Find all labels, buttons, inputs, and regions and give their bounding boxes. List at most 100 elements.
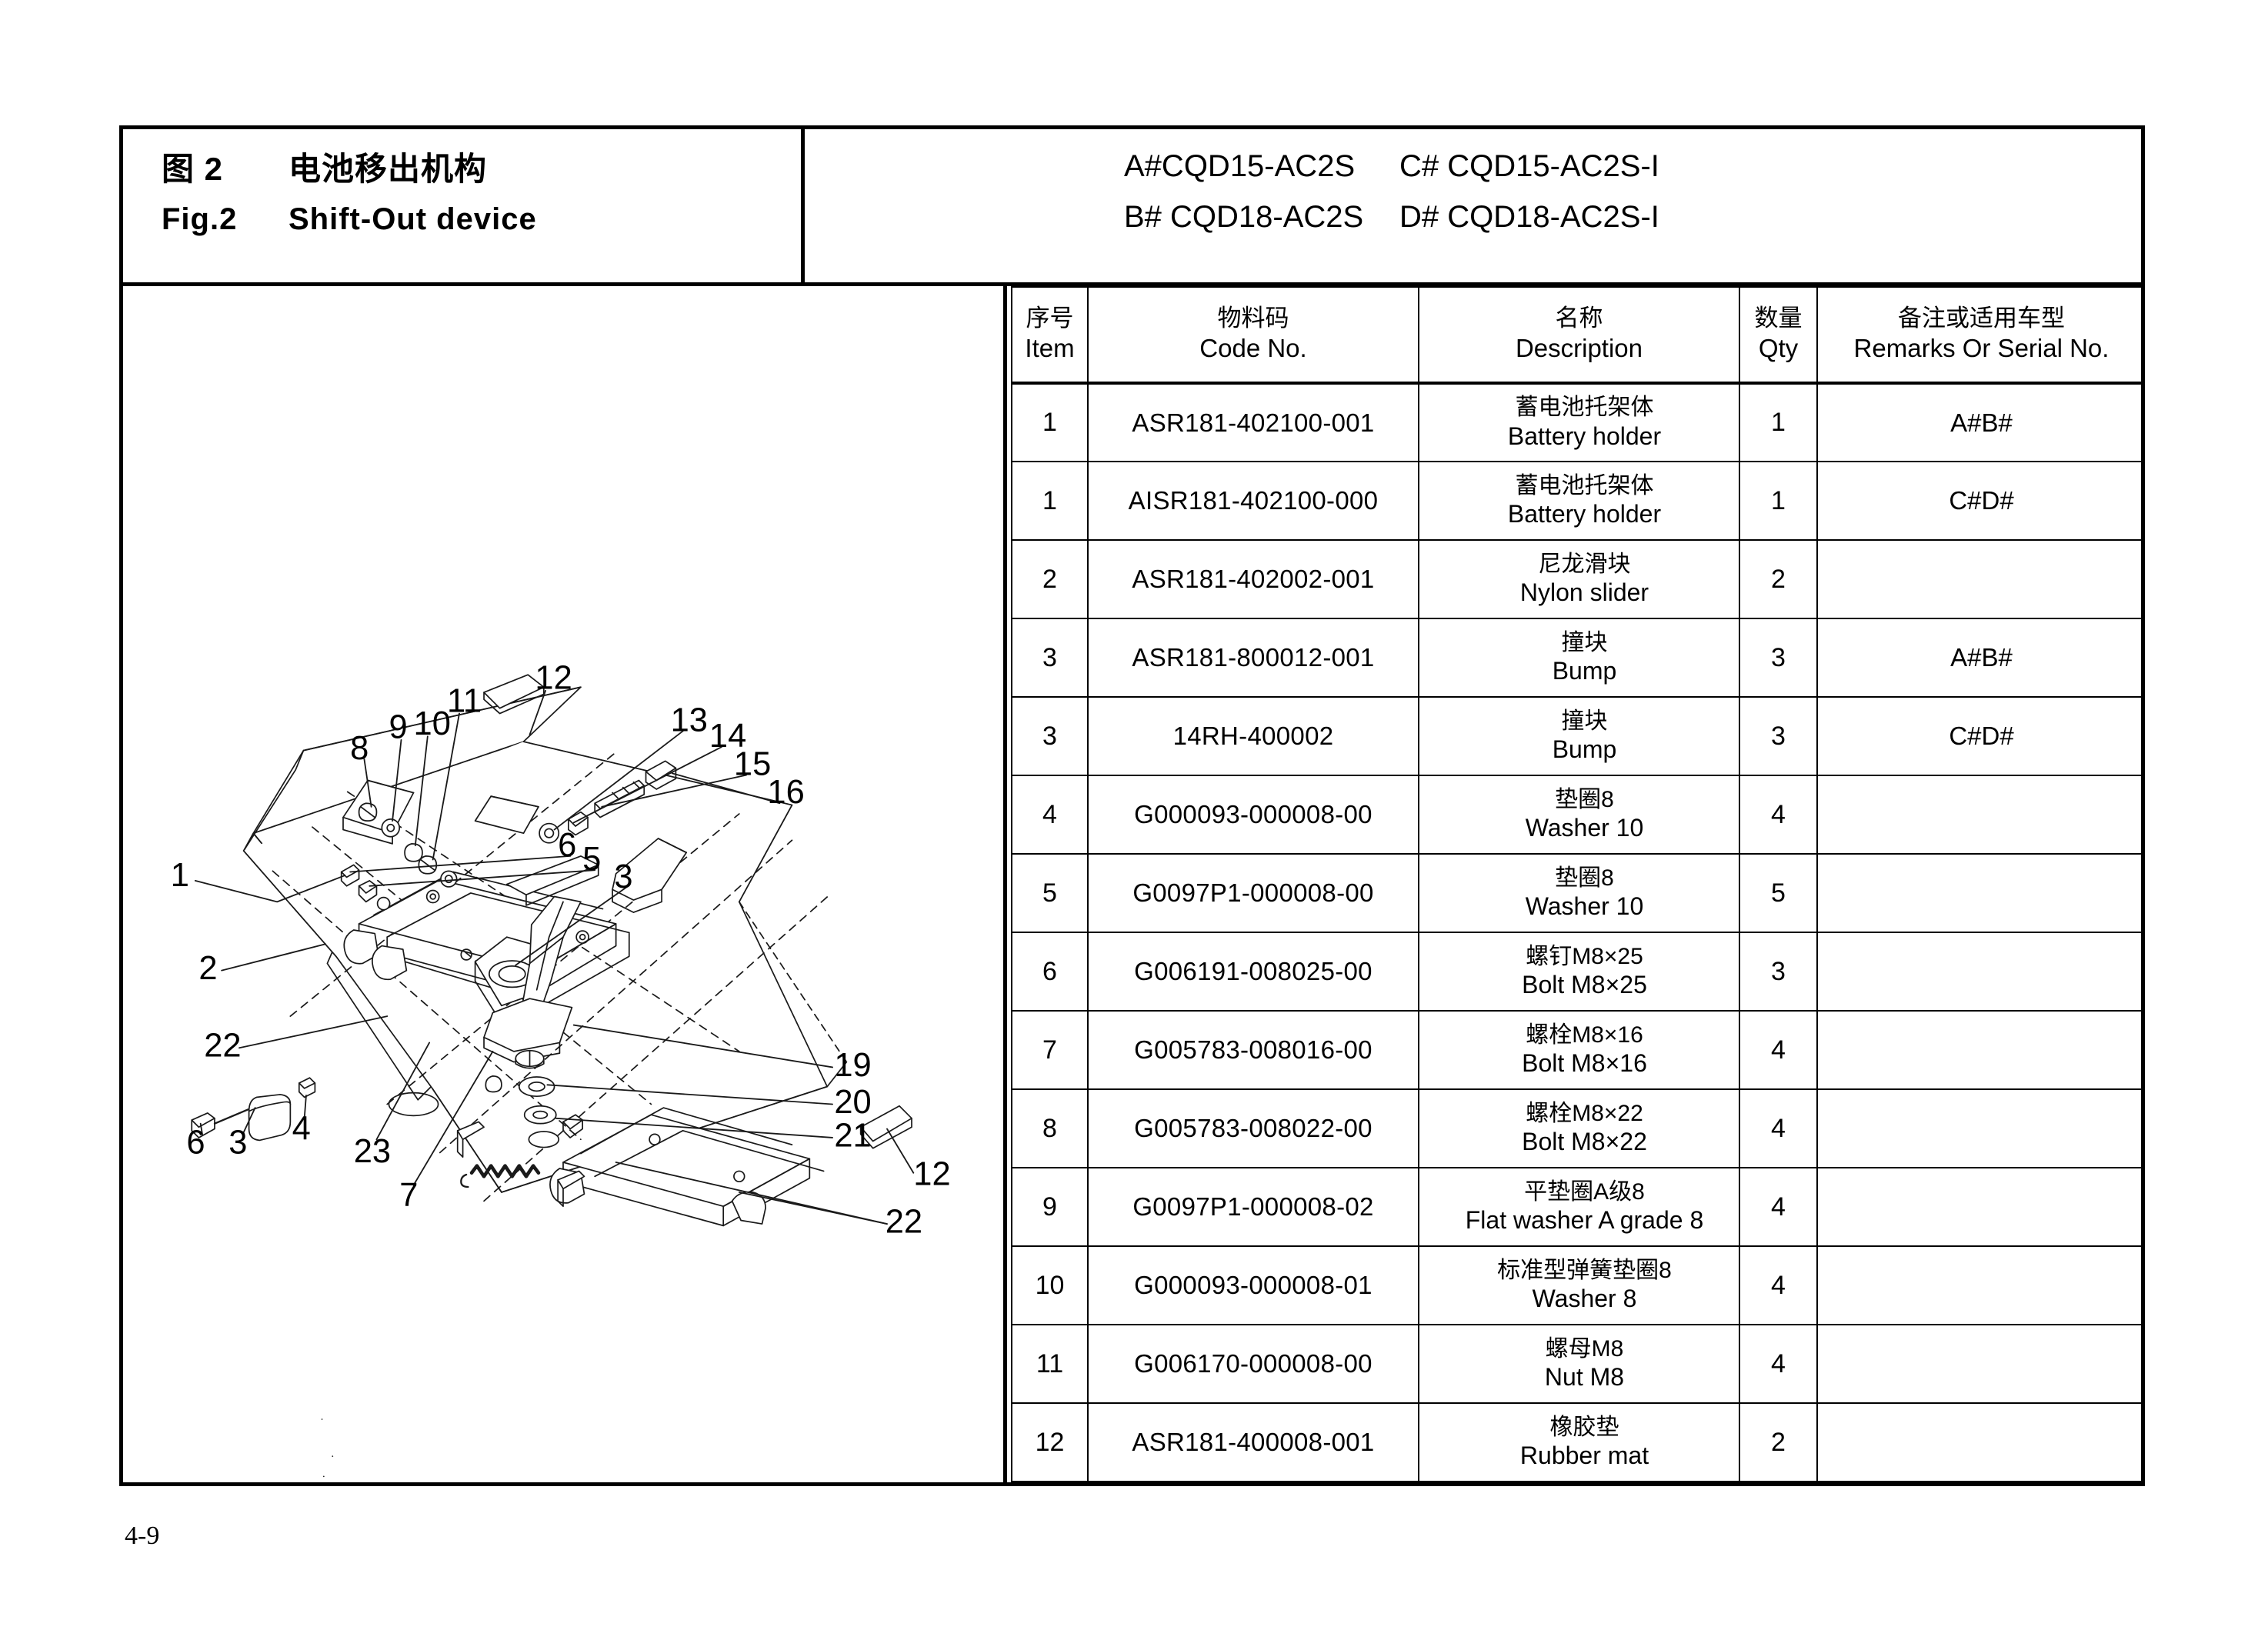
washer-part-4 [298, 1077, 316, 1098]
cell-item: 3 [1011, 696, 1089, 776]
description-en: Flat washer A grade 8 [1465, 1206, 1704, 1235]
tray-corner-tabs [456, 1121, 585, 1208]
pivot-fastener-group [388, 1049, 584, 1148]
figure-header: 图 2 电池移出机构 Fig.2 Shift-Out device A#CQD1… [123, 129, 2141, 286]
description-cn: 螺栓M8×16 [1526, 1022, 1643, 1048]
cell-remarks: C#D# [1816, 696, 2141, 776]
model-row: A#CQD15-AC2S C# CQD15-AC2S-I [1124, 151, 2141, 182]
description-en: Washer 8 [1532, 1285, 1637, 1313]
cell-item: 4 [1011, 775, 1089, 855]
description-en: Nylon slider [1519, 578, 1649, 607]
cell-qty: 4 [1739, 775, 1818, 855]
figure-label-en: Fig.2 [162, 202, 238, 237]
parts-list-table-container: 序号 Item 物料码 Code No. 名称 Description 数量 [1011, 286, 2141, 1482]
callout-12-second: 12 [913, 1156, 950, 1193]
cell-code-no: G000093-000008-00 [1087, 775, 1419, 855]
callout-3: 3 [228, 1125, 247, 1162]
figure-title-cn: 电池移出机构 [289, 151, 488, 187]
cell-qty: 4 [1739, 1167, 1818, 1247]
callout-16: 16 [767, 774, 804, 811]
cell-remarks [1816, 1245, 2141, 1325]
description-cn: 撞块 [1561, 629, 1608, 655]
column-header-remarks: 备注或适用车型 Remarks Or Serial No. [1816, 286, 2141, 385]
cell-remarks [1816, 1167, 2141, 1247]
callout-10: 10 [414, 705, 451, 742]
column-header-description-cn: 名称 [1555, 305, 1603, 332]
battery-holder-wall [242, 686, 582, 852]
callout-13: 13 [671, 702, 708, 738]
description-en: Bolt M8×25 [1522, 971, 1647, 999]
cell-code-no: G005783-008022-00 [1087, 1088, 1419, 1168]
callout-22-second: 22 [886, 1204, 922, 1241]
description-cn: 橡胶垫 [1549, 1414, 1619, 1440]
column-header-description-en: Description [1515, 333, 1643, 362]
description-cn: 撞块 [1561, 708, 1608, 734]
description-cn: 标准型弹簧垫圈8 [1497, 1257, 1672, 1283]
battery-pedal-assembly [342, 779, 688, 1063]
cell-remarks [1816, 1088, 2141, 1168]
column-header-qty-en: Qty [1758, 333, 1799, 362]
model-row: B# CQD18-AC2S D# CQD18-AC2S-I [1124, 202, 2141, 232]
cell-item: 12 [1011, 1402, 1089, 1482]
description-cn: 蓄电池托架体 [1515, 395, 1654, 421]
callout-9: 9 [389, 709, 407, 746]
description-cn: 蓄电池托架体 [1515, 472, 1654, 498]
cell-remarks [1816, 1324, 2141, 1404]
column-header-remarks-cn: 备注或适用车型 [1898, 305, 2065, 332]
cell-remarks [1816, 775, 2141, 855]
callout-7: 7 [399, 1177, 418, 1214]
callout-15: 15 [734, 746, 771, 783]
description-en: Bolt M8×22 [1522, 1128, 1647, 1156]
cell-item: 7 [1011, 1010, 1089, 1090]
cell-code-no: G0097P1-000008-02 [1087, 1167, 1419, 1247]
model-a: A#CQD15-AC2S [1124, 149, 1356, 183]
description-cn: 尼龙滑块 [1538, 551, 1631, 577]
callout-2: 2 [198, 950, 217, 987]
column-header-code-en: Code No. [1199, 333, 1307, 362]
cell-remarks [1816, 539, 2141, 619]
cell-qty: 2 [1739, 539, 1818, 619]
cell-remarks [1816, 1010, 2141, 1090]
column-header-item: 序号 Item [1011, 286, 1089, 385]
cell-item: 1 [1011, 461, 1089, 541]
figure-title-en-row: Fig.2 Shift-Out device [162, 203, 801, 235]
figure-title-en: Shift-Out device [289, 202, 537, 237]
callout-6: 6 [186, 1125, 205, 1162]
cell-qty: 3 [1739, 618, 1818, 698]
page-number: 4-9 [125, 1522, 160, 1550]
cell-qty: 1 [1739, 382, 1818, 462]
callout-22: 22 [204, 1028, 241, 1065]
cell-remarks [1816, 1402, 2141, 1482]
cell-code-no: G006191-008025-00 [1087, 932, 1419, 1012]
callout-19: 19 [834, 1047, 871, 1084]
cell-item: 2 [1011, 539, 1089, 619]
fastener-stack-upper [358, 802, 458, 888]
coil-spring [460, 1164, 541, 1188]
description-en: Battery holder [1507, 500, 1662, 528]
bolt-part-6 [191, 1108, 249, 1138]
description-cn: 螺钉M8×25 [1526, 943, 1643, 969]
column-header-description: 名称 Description [1418, 286, 1740, 385]
column-header-code: 物料码 Code No. [1087, 286, 1419, 385]
callout-14: 14 [709, 718, 746, 755]
cell-item: 5 [1011, 853, 1089, 933]
description-en: Washer 10 [1525, 892, 1644, 921]
cell-qty: 2 [1739, 1402, 1818, 1482]
cell-item: 1 [1011, 382, 1089, 462]
cell-item: 6 [1011, 932, 1089, 1012]
